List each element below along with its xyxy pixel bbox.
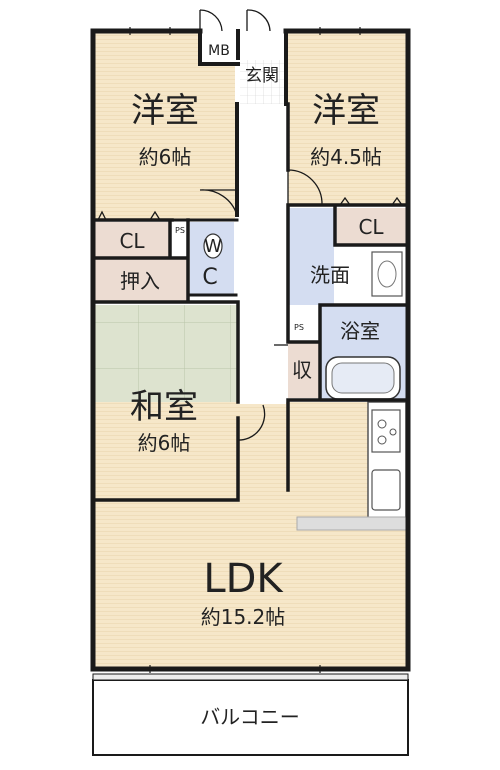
burner: [377, 419, 387, 429]
washroom-label: 洗面: [310, 263, 350, 287]
balcony-rail: [92, 673, 409, 681]
bathtub-inner: [331, 362, 395, 394]
bathroom-label: 浴室: [340, 319, 380, 343]
ldk-size: 約15.2帖: [201, 605, 286, 629]
meter-box: [202, 33, 236, 63]
western-room-left-size: 約6帖: [139, 145, 192, 169]
balcony: [92, 679, 409, 756]
basin-bowl: [377, 260, 397, 288]
storage-label: 収: [292, 358, 312, 382]
burner: [389, 428, 397, 436]
stove: [371, 409, 401, 453]
closet-right-label: CL: [358, 215, 384, 239]
entrance-floor: [240, 60, 284, 104]
wc-w-label: W: [204, 236, 222, 257]
washbasin: [371, 251, 403, 297]
closet-right: [337, 208, 406, 245]
wc-c-label: C: [202, 265, 217, 290]
corridor: [238, 104, 286, 404]
oshiire-area: [95, 259, 187, 302]
burner: [377, 435, 387, 445]
storage-area: [288, 342, 320, 398]
oshiire-label: 押入: [120, 269, 160, 293]
balcony-label: バルコニー: [200, 705, 300, 729]
western-room-left-name: 洋室: [131, 91, 199, 131]
toilet-bowl: [203, 233, 223, 259]
window-marks: [129, 27, 361, 673]
door-swings: [97, 9, 403, 441]
walls: [90, 28, 411, 672]
closet-left: [95, 222, 170, 257]
western-room-right-size: 約4.5帖: [310, 145, 382, 169]
ldk-name: LDK: [203, 556, 284, 602]
closet-left-label: CL: [119, 229, 145, 253]
ps-upper-label: PS: [175, 226, 185, 235]
washroom-floor: [288, 208, 334, 305]
japanese-room-name: 和室: [130, 387, 198, 427]
western-room-right-name: 洋室: [312, 91, 380, 131]
peninsula-counter: [296, 516, 407, 531]
entrance-label: 玄関: [245, 66, 279, 86]
ps-lower-label: PS: [294, 323, 304, 332]
japanese-room-size: 約6帖: [138, 431, 191, 455]
sink: [371, 469, 401, 511]
meter-box-label: MB: [208, 43, 230, 59]
